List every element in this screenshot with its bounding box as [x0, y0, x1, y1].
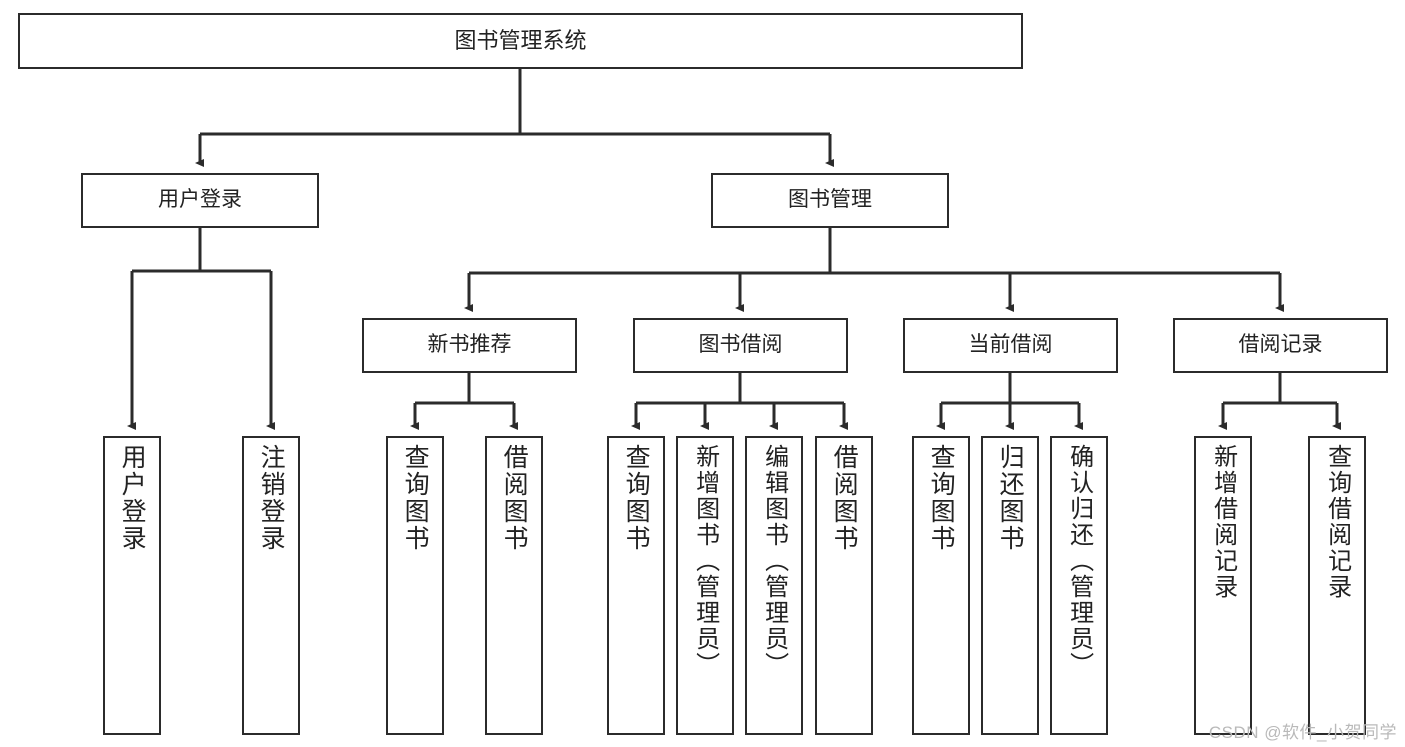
node-leaf-confirm-return-label: 确认归还（管理员） [1065, 444, 1093, 678]
node-book-manage[interactable]: 图书管理 [711, 173, 949, 228]
node-book-manage-label: 图书管理 [788, 188, 872, 212]
node-leaf-user-login-label: 用户登录 [118, 444, 147, 552]
node-leaf-query-book-1[interactable]: 查询图书 [386, 436, 444, 735]
node-leaf-borrow-book-1-label: 借阅图书 [500, 444, 529, 552]
node-leaf-logout-login-label: 注销登录 [257, 444, 286, 552]
node-leaf-logout-login[interactable]: 注销登录 [242, 436, 300, 735]
node-leaf-confirm-return[interactable]: 确认归还（管理员） [1050, 436, 1108, 735]
node-leaf-query-book-1-label: 查询图书 [401, 444, 430, 552]
node-leaf-borrow-book-1[interactable]: 借阅图书 [485, 436, 543, 735]
node-leaf-query-book-2[interactable]: 查询图书 [607, 436, 665, 735]
csdn-watermark: CSDN @软件_小贺同学 [1208, 723, 1397, 742]
node-leaf-add-book[interactable]: 新增图书（管理员） [676, 436, 734, 735]
node-leaf-add-record-label: 新增借阅记录 [1209, 444, 1237, 600]
node-user-login-label: 用户登录 [158, 188, 242, 212]
node-leaf-return-book[interactable]: 归还图书 [981, 436, 1039, 735]
node-leaf-query-book-2-label: 查询图书 [622, 444, 651, 552]
node-leaf-edit-book[interactable]: 编辑图书（管理员） [745, 436, 803, 735]
node-book-borrow[interactable]: 图书借阅 [633, 318, 848, 373]
node-leaf-query-record[interactable]: 查询借阅记录 [1308, 436, 1366, 735]
node-current-borrow-label: 当前借阅 [968, 333, 1053, 357]
node-leaf-add-book-label: 新增图书（管理员） [691, 444, 719, 678]
node-leaf-return-book-label: 归还图书 [996, 444, 1025, 552]
node-leaf-add-record[interactable]: 新增借阅记录 [1194, 436, 1252, 735]
node-new-book-recommend-label: 新书推荐 [427, 333, 512, 357]
node-leaf-borrow-book-2[interactable]: 借阅图书 [815, 436, 873, 735]
node-root[interactable]: 图书管理系统 [18, 13, 1023, 69]
node-leaf-query-book-3-label: 查询图书 [927, 444, 956, 552]
node-leaf-query-book-3[interactable]: 查询图书 [912, 436, 970, 735]
node-leaf-query-record-label: 查询借阅记录 [1323, 444, 1351, 600]
node-leaf-borrow-book-2-label: 借阅图书 [830, 444, 859, 552]
node-leaf-user-login[interactable]: 用户登录 [103, 436, 161, 735]
node-borrow-record[interactable]: 借阅记录 [1173, 318, 1388, 373]
node-borrow-record-label: 借阅记录 [1238, 333, 1323, 357]
node-root-label: 图书管理系统 [454, 28, 587, 54]
node-new-book-recommend[interactable]: 新书推荐 [362, 318, 577, 373]
node-user-login[interactable]: 用户登录 [81, 173, 319, 228]
node-book-borrow-label: 图书借阅 [698, 333, 783, 357]
node-current-borrow[interactable]: 当前借阅 [903, 318, 1118, 373]
node-leaf-edit-book-label: 编辑图书（管理员） [760, 444, 788, 678]
